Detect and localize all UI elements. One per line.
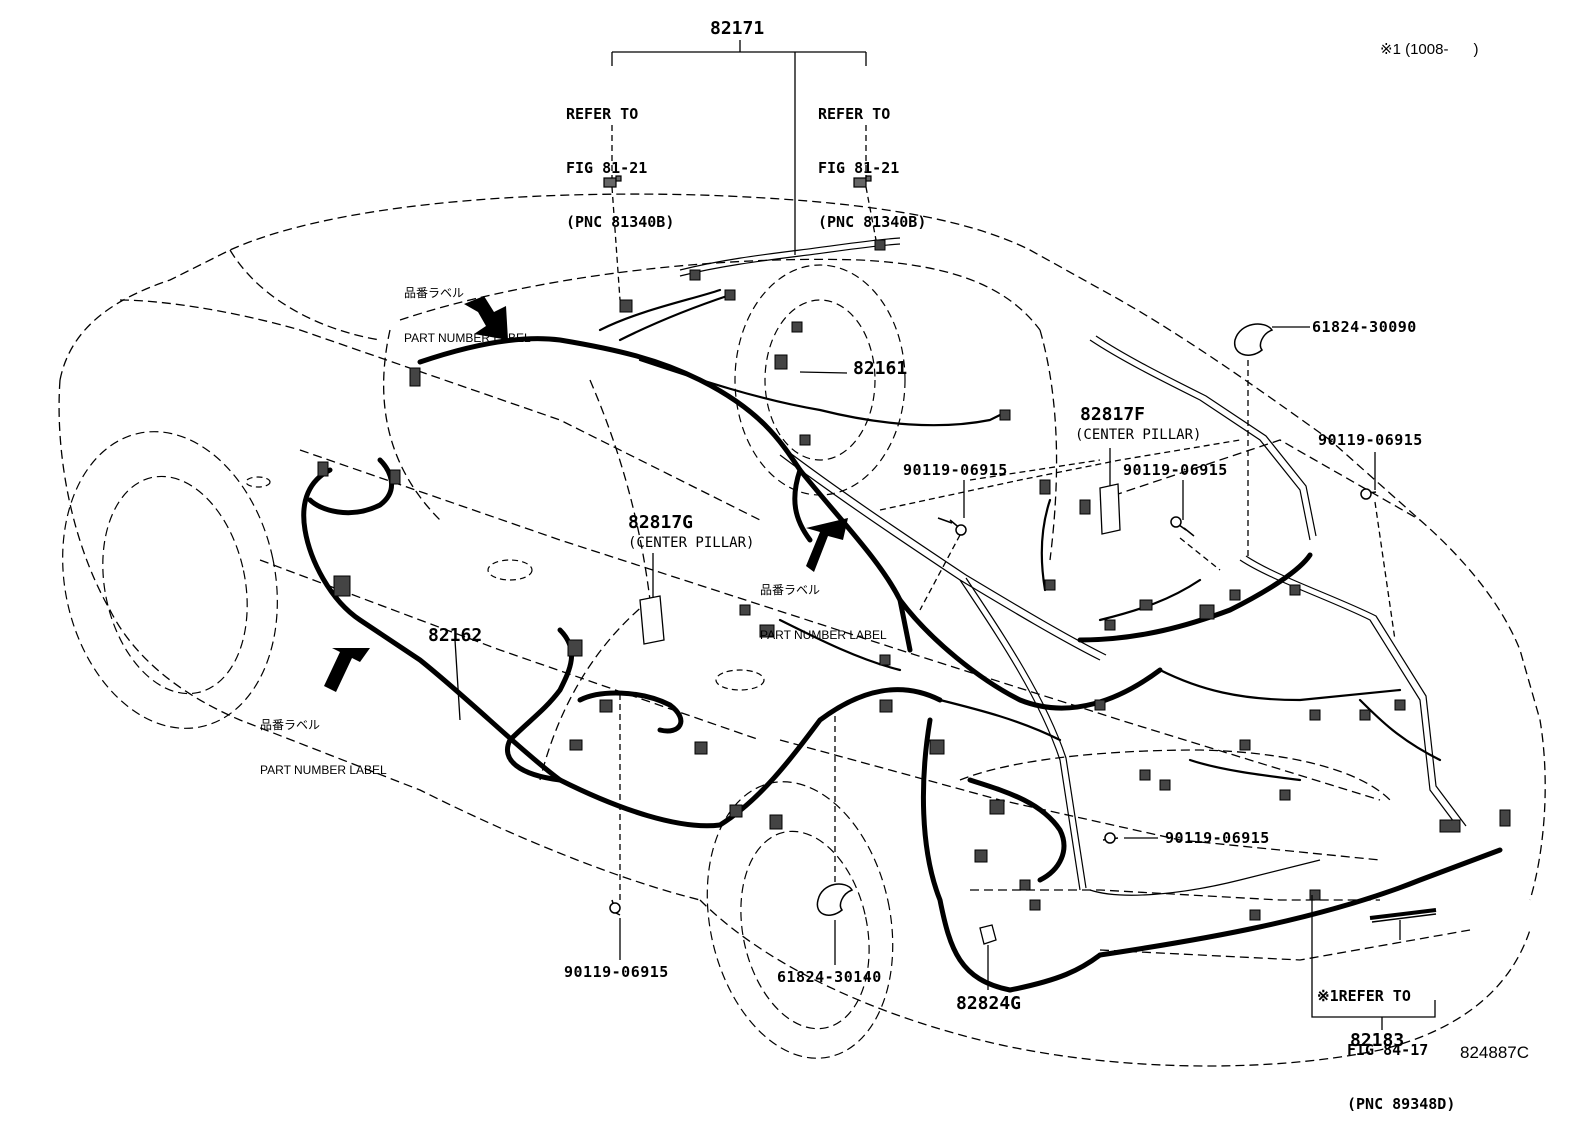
wire-branches-thin bbox=[598, 288, 1442, 782]
part-82162: 82162 bbox=[428, 625, 483, 646]
steering-wheel bbox=[734, 264, 906, 496]
part-number-label-top: 品番ラベル PART NUMBER LABEL bbox=[404, 256, 531, 361]
part-82817f: 82817F bbox=[1080, 404, 1146, 425]
refer-to-left: REFER TO FIG 81-21 (PNC 81340B) bbox=[566, 69, 674, 249]
clip-parts bbox=[816, 323, 1274, 916]
car-body-outline bbox=[58, 193, 1546, 1067]
figure-code: 824887C bbox=[1460, 1043, 1530, 1062]
part-number-label-left-jp: 品番ラベル bbox=[260, 718, 321, 732]
part-61824-30090: 61824-30090 bbox=[1312, 318, 1417, 336]
part-82183: 82183 bbox=[1350, 1030, 1405, 1051]
door-handles bbox=[245, 476, 765, 691]
refer-rear-line3: (PNC 89348D) bbox=[1347, 1095, 1456, 1113]
refer-left-line1: REFER TO bbox=[566, 105, 639, 123]
bolts bbox=[609, 488, 1377, 916]
part-number-label-mid-en: PART NUMBER LABEL bbox=[760, 628, 887, 642]
refer-right-line2: FIG 81-21 bbox=[818, 159, 900, 177]
part-82161: 82161 bbox=[853, 358, 908, 379]
part-90119-06915-b: 90119-06915 bbox=[1123, 461, 1228, 479]
refer-right-line3: (PNC 81340B) bbox=[818, 213, 927, 231]
leader-lines bbox=[454, 40, 1436, 1030]
refer-rear-line1: ※1REFER TO bbox=[1317, 987, 1411, 1005]
part-number-label-mid-jp: 品番ラベル bbox=[760, 583, 821, 597]
refer-left-line3: (PNC 81340B) bbox=[566, 213, 675, 231]
center-pillar-parts bbox=[639, 483, 1121, 645]
part-82817g: 82817G bbox=[628, 512, 694, 533]
revision-note: ※1 (1008- ) bbox=[1380, 41, 1479, 58]
part-82817f-sub: (CENTER PILLAR) bbox=[1075, 427, 1202, 443]
refer-right-line1: REFER TO bbox=[818, 105, 891, 123]
rear-wheel bbox=[706, 781, 894, 1059]
part-90119-06915-c: 90119-06915 bbox=[1318, 431, 1423, 449]
part-number-label-top-en: PART NUMBER LABEL bbox=[404, 331, 531, 345]
front-wheel bbox=[62, 431, 278, 729]
stud-pins bbox=[603, 175, 872, 188]
part-82171: 82171 bbox=[710, 18, 765, 39]
part-number-label-top-jp: 品番ラベル bbox=[404, 286, 465, 300]
refer-to-right: REFER TO FIG 81-21 (PNC 81340B) bbox=[818, 69, 926, 249]
part-number-label-left-en: PART NUMBER LABEL bbox=[260, 763, 387, 777]
part-90119-06915-d: 90119-06915 bbox=[1165, 829, 1270, 847]
part-82817g-sub: (CENTER PILLAR) bbox=[628, 535, 755, 551]
part-90119-06915-a: 90119-06915 bbox=[903, 461, 1008, 479]
part-61824-30140: 61824-30140 bbox=[777, 968, 882, 986]
refer-rear-line2: FIG 84-17 bbox=[1347, 1041, 1429, 1059]
clip-82824g bbox=[979, 924, 997, 945]
part-90119-06915-e: 90119-06915 bbox=[564, 963, 669, 981]
part-82824g: 82824G bbox=[956, 993, 1022, 1014]
refer-left-line2: FIG 81-21 bbox=[566, 159, 648, 177]
wire-harness-hatched bbox=[679, 237, 1467, 896]
rear-trim-part bbox=[1369, 908, 1437, 923]
part-number-label-mid: 品番ラベル PART NUMBER LABEL bbox=[760, 553, 887, 658]
part-label-arrows bbox=[324, 296, 848, 692]
connectors bbox=[317, 239, 1511, 921]
part-number-label-left: 品番ラベル PART NUMBER LABEL bbox=[260, 688, 387, 793]
wiring-harness-diagram bbox=[58, 40, 1546, 1067]
